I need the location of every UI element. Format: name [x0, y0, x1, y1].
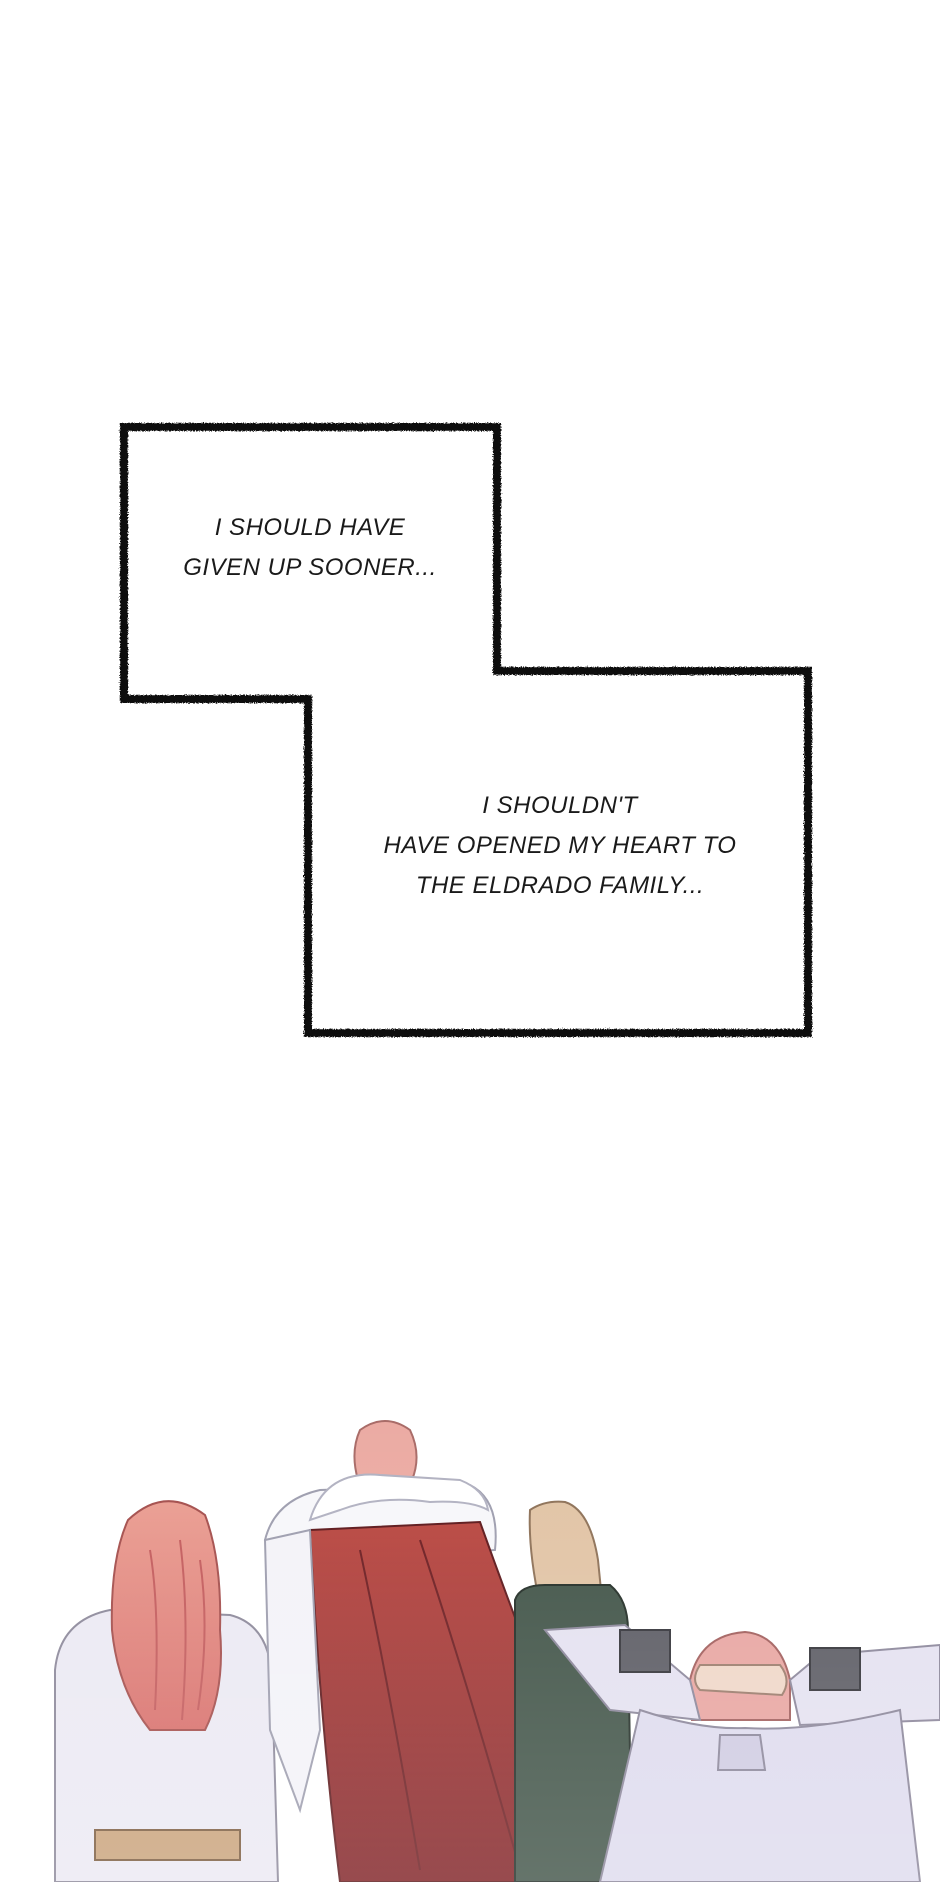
characters-illustration: [0, 1390, 940, 1882]
caption-bottom-line: HAVE OPENED MY HEART TO: [383, 832, 737, 859]
caption-bottom-line: I SHOULDN'T: [482, 792, 638, 819]
caption-top: I SHOULD HAVE GIVEN UP SOONER...: [150, 508, 470, 588]
caption-bottom: I SHOULDN'T HAVE OPENED MY HEART TO THE …: [330, 786, 790, 906]
caption-top-line: GIVEN UP SOONER...: [183, 554, 437, 581]
caption-top-line: I SHOULD HAVE: [214, 514, 406, 541]
caption-box-border: [120, 423, 812, 1037]
caption-bottom-line: THE ELDRADO FAMILY...: [415, 872, 705, 899]
caption-box-outline: [120, 423, 812, 1037]
